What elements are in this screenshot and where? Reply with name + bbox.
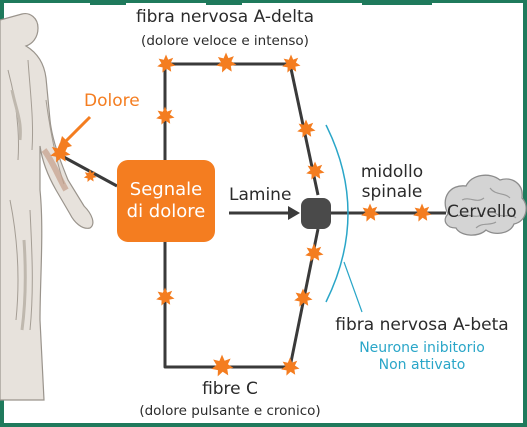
a-delta-subtitle: (dolore veloce e intenso): [141, 33, 309, 49]
a-beta-leader-line: [343, 261, 363, 313]
neuron-node-icon: [301, 198, 331, 229]
frame-top-tab-mid: [206, 0, 242, 5]
frame-top-tab-right: [362, 0, 432, 5]
pain-signal-box: Segnale di dolore: [117, 160, 215, 242]
a-beta-fiber-arc: [325, 124, 349, 303]
a-beta-title: fibra nervosa A-beta: [335, 315, 509, 335]
laminae-label: Lamine: [229, 185, 292, 205]
star-burst-icon: [305, 243, 324, 262]
brain-label: Cervello: [447, 202, 517, 222]
c-fiber-path: [163, 228, 320, 369]
star-burst-icon: [83, 169, 97, 183]
c-fibers-title: fibre C: [202, 379, 258, 399]
spinal-cord-label: midollo spinale: [360, 162, 424, 203]
laminae-arrow: [229, 206, 300, 220]
inhibitory-neuron-label: Neurone inibitorio: [359, 340, 485, 356]
pain-label: Dolore: [84, 91, 140, 111]
c-fibers-subtitle: (dolore pulsante e cronico): [139, 403, 321, 419]
anatomical-muscle-figure-icon: [0, 13, 94, 401]
star-burst-icon: [211, 354, 234, 377]
pain-signal-label: Segnale di dolore: [126, 179, 206, 222]
a-delta-title: fibra nervosa A-delta: [135, 7, 315, 27]
frame-top-tab-left: [90, 0, 126, 5]
brain-icon: [444, 174, 527, 236]
arm-to-signal-line: [59, 153, 118, 188]
pain-arrow: [58, 115, 92, 150]
not-activated-label: Non attivato: [378, 357, 466, 373]
